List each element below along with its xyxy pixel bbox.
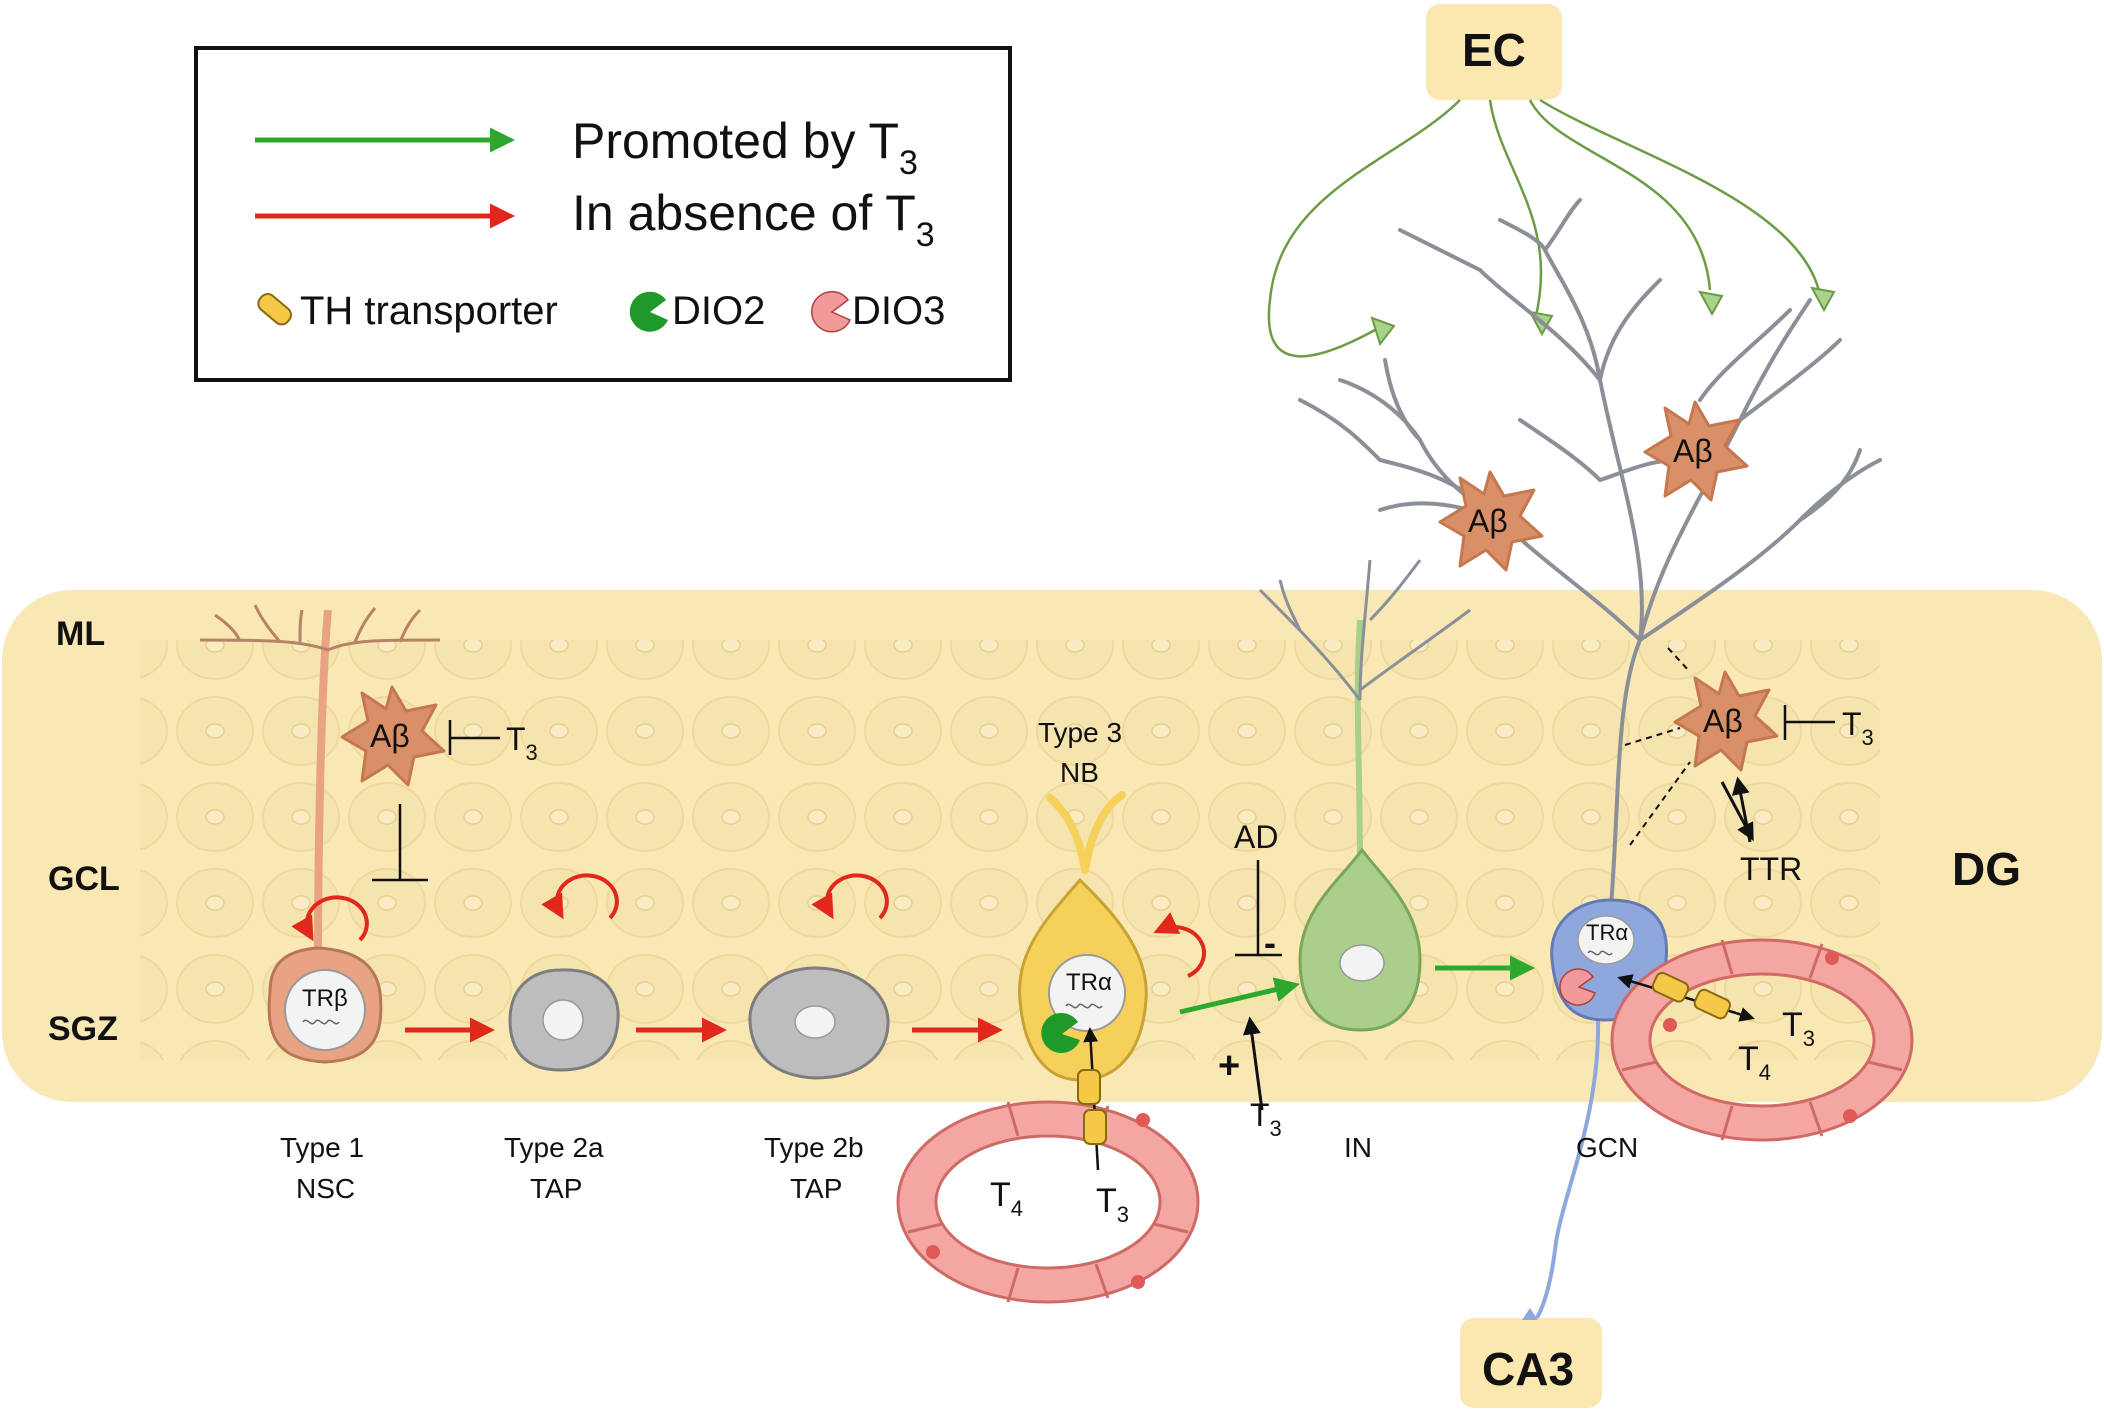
layer-gcl-label: GCL <box>48 860 120 898</box>
vessel1-t3: T3 <box>1096 1182 1129 1227</box>
blood-vessel-2 <box>1610 938 1914 1142</box>
vessel2-t4: T4 <box>1738 1040 1771 1085</box>
type2a-cell <box>508 968 620 1072</box>
svg-text:Aβ: Aβ <box>370 718 410 754</box>
vessel2-t3: T3 <box>1782 1006 1815 1051</box>
abeta-gcn: Aβ <box>1673 670 1779 772</box>
legend-absence-label: In absence of T3 <box>572 185 935 254</box>
ad-inhibition <box>1235 860 1282 957</box>
type2a-label-line1: Type 2a <box>504 1132 604 1163</box>
in-label: IN <box>1344 1132 1372 1163</box>
region-dg-label: DG <box>1952 843 2021 895</box>
vessel1-t4: T4 <box>990 1176 1023 1221</box>
ad-label: AD <box>1234 819 1278 855</box>
self-renewal-loops <box>291 873 1206 978</box>
region-ca3-box <box>1460 1318 1602 1408</box>
legend-dio3-label: DIO3 <box>852 289 945 333</box>
legend-dio2-icon <box>629 291 668 332</box>
layer-sgz-label: SGZ <box>48 1010 118 1048</box>
ec-axons <box>1267 98 1822 358</box>
type3-label-line1: Type 3 <box>1038 717 1122 748</box>
t3-promotion-arrow <box>1242 1016 1264 1111</box>
ad-minus: - <box>1264 922 1276 963</box>
abeta-type1-t3: T3 <box>506 721 538 765</box>
type1-label-line1: Type 1 <box>280 1132 364 1163</box>
legend-dio2-label: DIO2 <box>672 289 765 333</box>
type1-receptor-label: TRβ <box>302 985 348 1012</box>
type1-cell: TRβ <box>199 604 441 1064</box>
region-ec-box <box>1426 4 1562 100</box>
layer-ml-label: ML <box>56 615 105 653</box>
svg-text:Aβ: Aβ <box>1703 703 1743 739</box>
type3-transporter <box>1077 1027 1107 1171</box>
legend: Promoted by T3 In absence of T3 TH trans… <box>194 46 1012 382</box>
legend-promoted-label: Promoted by T3 <box>572 113 918 182</box>
t3-plus: + <box>1218 1045 1240 1087</box>
blood-vessel-1 <box>896 1100 1200 1304</box>
gcn-dio3-icon <box>1559 968 1596 1006</box>
abeta-dendrite-2: Aβ <box>1643 400 1749 502</box>
abeta-type1-inhibition <box>372 720 500 882</box>
svg-text:Aβ: Aβ <box>1468 503 1508 539</box>
gcn-receptor-label: TRα <box>1586 920 1628 945</box>
gcn-label: GCN <box>1576 1132 1638 1163</box>
legend-dio3-icon <box>811 290 851 333</box>
gcn-axon <box>1528 1019 1601 1327</box>
region-ca3-label: CA3 <box>1482 1343 1574 1395</box>
t3-promoter-label: T3 <box>1250 1097 1282 1141</box>
abeta-dendrite-1: Aβ <box>1438 470 1544 572</box>
ttr-arrows <box>1720 776 1754 843</box>
ttr-label: TTR <box>1740 851 1802 887</box>
type2b-label-line2: TAP <box>790 1173 842 1204</box>
abeta-gcn-t3: T3 <box>1842 706 1874 750</box>
type3-dio2-icon <box>1041 1012 1080 1053</box>
legend-transporter-icon <box>257 293 292 326</box>
in-cell <box>1258 559 1471 1032</box>
type1-label-line2: NSC <box>296 1173 355 1204</box>
type2b-cell <box>748 966 890 1080</box>
type3-cell: TRα <box>1018 791 1148 1082</box>
region-ec-label: EC <box>1462 24 1526 76</box>
type2b-label-line1: Type 2b <box>764 1132 864 1163</box>
abeta-gcn-inhibition <box>1783 705 1835 740</box>
type3-label-line2: NB <box>1060 757 1099 788</box>
promoted-arrows <box>1179 955 1535 1015</box>
abeta-gcn-contacts <box>1624 647 1691 846</box>
gcn-transporter <box>1617 971 1755 1022</box>
type2a-label-line2: TAP <box>530 1173 582 1204</box>
legend-transporter-label: TH transporter <box>300 289 558 333</box>
abeta-type1: Aβ <box>340 685 446 787</box>
svg-text:Aβ: Aβ <box>1673 433 1713 469</box>
type3-receptor-label: TRα <box>1066 969 1112 996</box>
ca3-terminal <box>1522 1308 1538 1320</box>
